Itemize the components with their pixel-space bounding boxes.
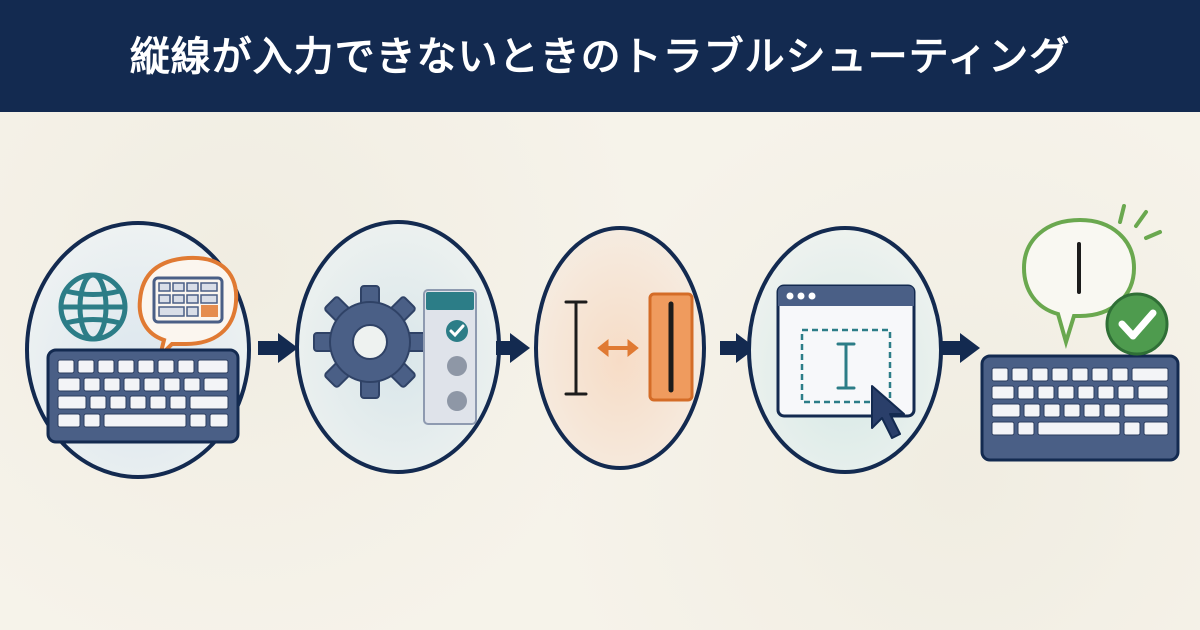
settings-checklist-icon bbox=[423, 289, 477, 425]
gear-icon bbox=[313, 285, 427, 399]
page-title: 縦線が入力できないときのトラブルシューティング bbox=[129, 34, 1071, 80]
keyboard-icon bbox=[46, 348, 240, 444]
step-5-resolved bbox=[980, 204, 1180, 462]
wide-vertical-bar-icon bbox=[648, 292, 694, 402]
flow-arrow-3 bbox=[720, 333, 756, 363]
step-3-character-width-check bbox=[534, 226, 706, 470]
keyboard-layout-bubble-icon bbox=[137, 255, 239, 363]
text-cursor-icon bbox=[836, 342, 856, 390]
globe-icon bbox=[58, 272, 128, 342]
keyboard-icon bbox=[980, 354, 1180, 462]
flow-arrow-2 bbox=[496, 333, 530, 363]
step-2-settings-check bbox=[295, 220, 501, 474]
step-1-input-method-check bbox=[25, 221, 251, 479]
flow-arrow-4 bbox=[942, 333, 980, 363]
title-banner: 縦線が入力できないときのトラブルシューティング bbox=[0, 0, 1200, 112]
narrow-vertical-bar-icon bbox=[564, 300, 588, 396]
sparkle-lines-icon bbox=[1118, 204, 1162, 240]
step-4-input-field-check bbox=[747, 226, 943, 474]
flow-arrow-1 bbox=[258, 333, 298, 363]
double-arrow-icon bbox=[597, 338, 639, 358]
mouse-pointer-icon bbox=[871, 385, 905, 439]
check-badge-icon bbox=[1105, 292, 1169, 356]
speech-bubble-icon bbox=[1021, 217, 1137, 350]
